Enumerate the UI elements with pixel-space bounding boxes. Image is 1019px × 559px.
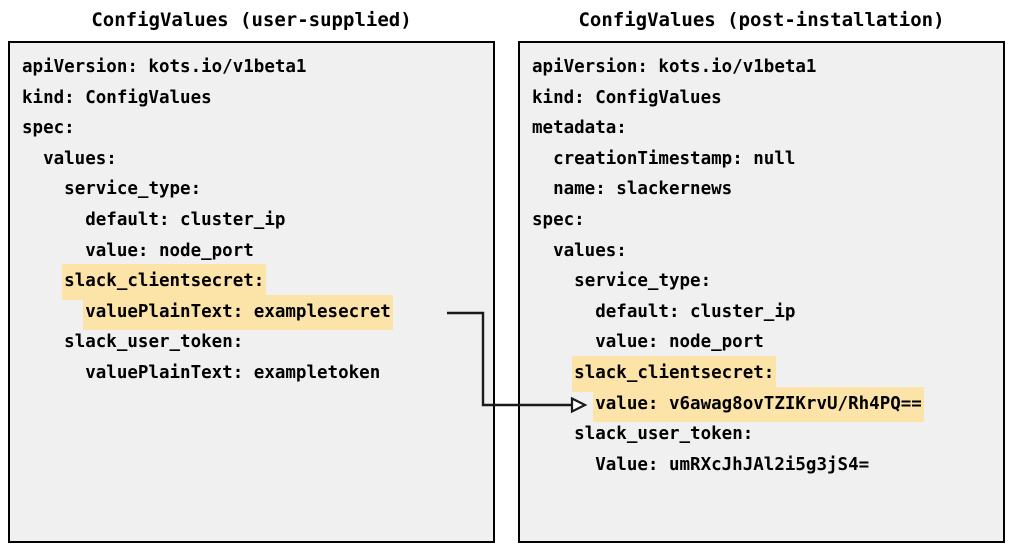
left-panel-title: ConfigValues (user-supplied)	[91, 9, 412, 31]
yaml-line: Value: umRXcJhJAl2i5g3jS4=	[520, 450, 1003, 481]
yaml-text: kind: ConfigValues	[22, 87, 212, 108]
yaml-indent	[532, 389, 595, 420]
right-config-panel: apiVersion: kots.io/v1beta1 kind: ConfigV…	[518, 41, 1005, 543]
yaml-text: service_type:	[64, 179, 202, 200]
yaml-line: name: slackernews	[520, 174, 1003, 205]
yaml-line: creationTimestamp: null	[520, 144, 1003, 175]
yaml-indent	[532, 358, 574, 389]
yaml-text: name: slackernews	[553, 179, 733, 200]
yaml-line: apiVersion: kots.io/v1beta1	[520, 52, 1003, 83]
yaml-line: slack_user_token:	[10, 327, 493, 358]
yaml-highlighted-text: slack_clientsecret:	[572, 355, 777, 392]
yaml-text: slack_user_token:	[64, 332, 244, 353]
yaml-text: value: node_port	[595, 332, 764, 353]
yaml-line: valuePlainText: examplesecret	[10, 294, 493, 331]
yaml-text: values:	[553, 240, 627, 261]
yaml-line: kind: ConfigValues	[520, 83, 1003, 114]
yaml-text: spec:	[22, 118, 75, 139]
yaml-line: spec:	[520, 205, 1003, 236]
yaml-line: service_type:	[520, 266, 1003, 297]
yaml-line: slack_user_token:	[520, 419, 1003, 450]
yaml-highlighted-text: value: v6awag8ovTZIKrvU/Rh4PQ==	[593, 386, 924, 423]
yaml-indent	[22, 236, 85, 267]
yaml-text: value: node_port	[85, 240, 254, 261]
yaml-indent	[532, 236, 553, 267]
yaml-indent	[22, 266, 64, 297]
yaml-indent	[22, 205, 85, 236]
yaml-line: value: v6awag8ovTZIKrvU/Rh4PQ==	[520, 386, 1003, 423]
yaml-indent	[532, 297, 595, 328]
yaml-line: values:	[10, 144, 493, 175]
yaml-text: values:	[43, 148, 117, 169]
yaml-line: metadata:	[520, 113, 1003, 144]
yaml-text: creationTimestamp: null	[553, 148, 796, 169]
yaml-line: slack_clientsecret:	[520, 355, 1003, 392]
yaml-highlighted-text: slack_clientsecret:	[62, 264, 267, 300]
yaml-text: kind: ConfigValues	[532, 87, 722, 108]
yaml-indent	[22, 174, 64, 205]
left-config-panel: apiVersion: kots.io/v1beta1 kind: ConfigV…	[8, 41, 495, 543]
yaml-text: apiVersion: kots.io/v1beta1	[532, 57, 817, 77]
yaml-indent	[22, 144, 43, 175]
right-yaml-block: apiVersion: kots.io/v1beta1 kind: ConfigV…	[520, 43, 1003, 480]
yaml-indent	[22, 297, 85, 328]
yaml-indent	[532, 450, 595, 481]
yaml-indent	[532, 419, 574, 450]
yaml-line: default: cluster_ip	[520, 297, 1003, 328]
yaml-line: slack_clientsecret:	[10, 264, 493, 300]
yaml-indent	[22, 327, 64, 358]
yaml-line: apiVersion: kots.io/v1beta1	[10, 52, 493, 83]
yaml-text: default: cluster_ip	[595, 301, 796, 322]
yaml-line: spec:	[10, 113, 493, 144]
yaml-indent	[532, 174, 553, 205]
yaml-text: apiVersion: kots.io/v1beta1	[22, 57, 307, 77]
yaml-text: Value: umRXcJhJAl2i5g3jS4=	[595, 454, 870, 475]
yaml-line: values:	[520, 236, 1003, 267]
left-yaml-block: apiVersion: kots.io/v1beta1 kind: ConfigV…	[10, 43, 493, 389]
yaml-line: value: node_port	[520, 327, 1003, 358]
yaml-line: default: cluster_ip	[10, 205, 493, 236]
yaml-indent	[22, 358, 85, 389]
yaml-text: spec:	[532, 209, 585, 230]
yaml-text: default: cluster_ip	[85, 209, 286, 230]
yaml-text: service_type:	[574, 271, 712, 292]
yaml-text: valuePlainText: exampletoken	[85, 362, 381, 383]
yaml-text: metadata:	[532, 118, 627, 139]
yaml-line: service_type:	[10, 174, 493, 205]
yaml-line: valuePlainText: exampletoken	[10, 358, 493, 389]
yaml-indent	[532, 327, 595, 358]
yaml-line: kind: ConfigValues	[10, 83, 493, 114]
yaml-indent	[532, 144, 553, 175]
yaml-text: slack_user_token:	[574, 424, 754, 445]
yaml-indent	[532, 266, 574, 297]
yaml-line: value: node_port	[10, 236, 493, 267]
yaml-highlighted-text: valuePlainText: examplesecret	[83, 294, 393, 331]
right-panel-title: ConfigValues (post-installation)	[578, 9, 945, 31]
